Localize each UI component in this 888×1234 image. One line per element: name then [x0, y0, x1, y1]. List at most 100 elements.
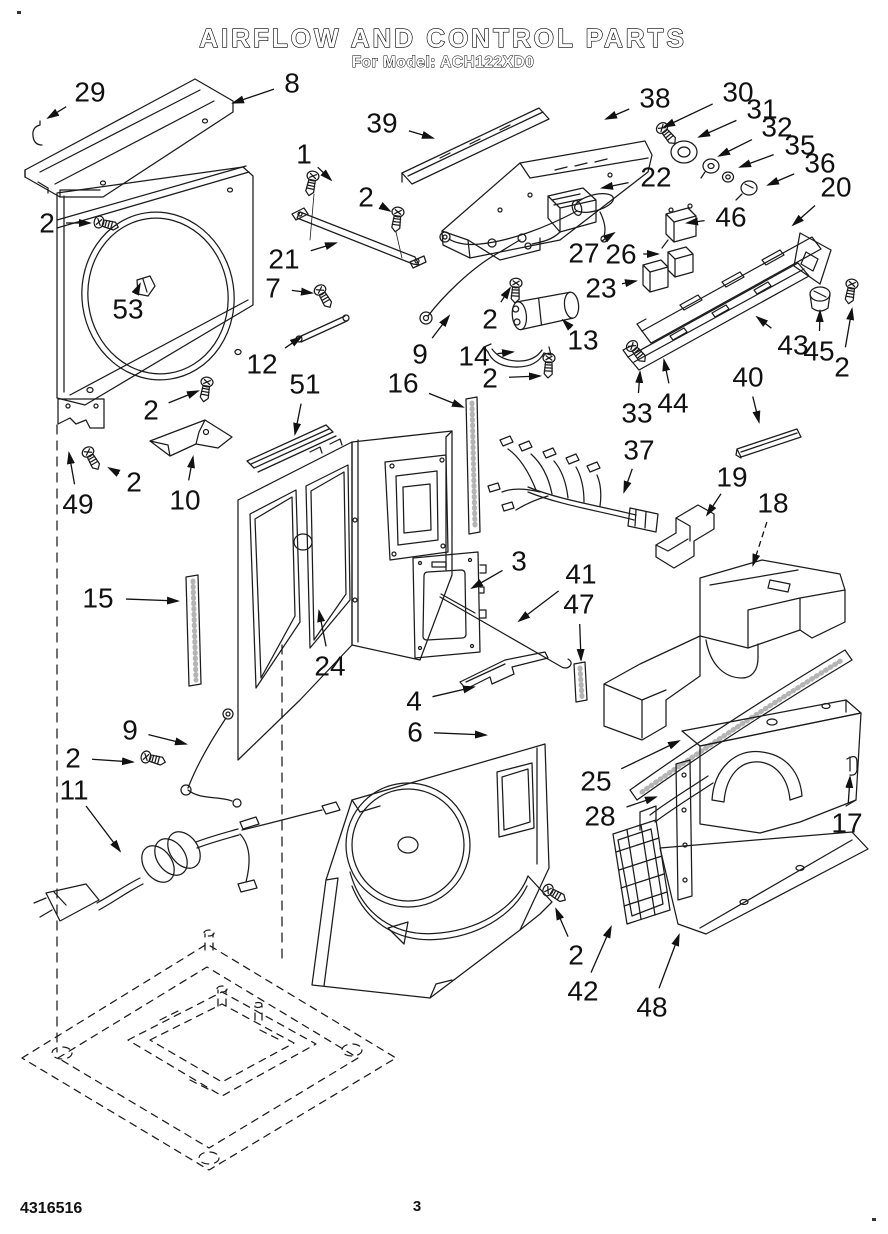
- callout-leader-line: [604, 108, 630, 120]
- ground-wire-9-top-drawing: [419, 233, 527, 325]
- page-corner-marks: [17, 11, 876, 1221]
- bracket-49-drawing: [57, 398, 105, 429]
- callout-number: 2: [358, 182, 374, 213]
- callout-leader-line: [107, 467, 121, 477]
- callout-2-20: 2: [482, 286, 512, 335]
- callout-leader-line: [148, 733, 188, 746]
- callout-leader-line: [500, 286, 512, 303]
- rod-12-drawing: [295, 314, 350, 343]
- callout-53-26: 53: [112, 282, 144, 325]
- diagram-artwork: [17, 11, 876, 1221]
- callout-number: 27: [568, 238, 599, 269]
- callout-number: 39: [366, 108, 397, 139]
- callout-leader-line: [662, 103, 713, 128]
- callout-number: 41: [565, 559, 596, 590]
- callout-number: 43: [777, 330, 808, 361]
- callout-leader-line: [231, 88, 275, 104]
- callout-number: 29: [74, 77, 105, 108]
- callout-leader-line: [620, 740, 681, 770]
- callout-47-37: 47: [563, 589, 595, 662]
- callout-leader-line: [497, 349, 515, 358]
- capacitor-13-drawing: [511, 291, 580, 331]
- callout-leader-line: [293, 403, 302, 436]
- knob-train-30-36-drawing: [670, 140, 758, 201]
- callout-49-31: 49: [62, 451, 94, 520]
- front-panel-28-drawing: [675, 699, 862, 901]
- callout-leader-line: [187, 455, 195, 481]
- callout-48-54: 48: [636, 933, 680, 1023]
- callout-number: 20: [820, 172, 851, 203]
- callout-leader-line: [623, 468, 633, 494]
- callout-31-7: 31: [697, 94, 778, 138]
- callout-number: 35: [784, 130, 815, 161]
- callout-leader-line: [317, 609, 327, 647]
- boundary-dash-lines: [56, 424, 283, 1053]
- callout-leader-line: [845, 775, 854, 804]
- callout-leader-line: [752, 521, 768, 567]
- callout-42-53: 42: [567, 925, 612, 1007]
- curved-seal-25-drawing: [629, 649, 853, 823]
- callout-38-5: 38: [604, 83, 671, 120]
- callout-number: 14: [458, 341, 489, 372]
- callout-1-2: 1: [296, 139, 333, 182]
- callout-number: 18: [757, 488, 788, 519]
- power-cord-11-drawing: [33, 801, 341, 922]
- callout-36-10: 36: [766, 148, 836, 186]
- callout-24-34: 24: [314, 609, 346, 682]
- callout-leader-line: [555, 907, 569, 937]
- callout-35-9: 35: [738, 130, 816, 168]
- control-chassis-38-drawing: [441, 140, 653, 261]
- callout-number: 36: [804, 148, 835, 179]
- callout-14-18: 14: [458, 341, 515, 372]
- callout-number: 2: [834, 352, 850, 383]
- bracket-21-drawing: [291, 193, 427, 269]
- clip-17-drawing: [846, 755, 858, 776]
- callout-number: 30: [722, 77, 753, 108]
- page-title: AIRFLOW AND CONTROL PARTS: [199, 23, 687, 53]
- filter-42-drawing: [612, 805, 671, 925]
- page-subtitle: For Model: ACH122XD0: [352, 54, 535, 71]
- callout-leader-line: [168, 390, 200, 404]
- callout-number: 45: [803, 336, 834, 367]
- callout-8-1: 8: [231, 68, 300, 104]
- callout-number: 24: [314, 651, 345, 682]
- callout-26-15: 26: [605, 239, 660, 270]
- callout-20-11: 20: [791, 172, 852, 227]
- callout-28-50: 28: [584, 796, 658, 832]
- callout-leader-line: [590, 925, 612, 973]
- callout-leader-line: [131, 282, 141, 296]
- callout-leader-line: [125, 596, 180, 605]
- callout-number: 47: [563, 589, 594, 620]
- callout-leader-line: [621, 279, 638, 288]
- callout-number: 17: [831, 808, 862, 839]
- callout-number: 51: [289, 369, 320, 400]
- callout-number: 48: [636, 992, 667, 1023]
- callout-number: 2: [482, 363, 498, 394]
- callout-number: 13: [567, 325, 598, 356]
- callout-9-19: 9: [412, 314, 451, 370]
- callout-16-22: 16: [387, 368, 465, 408]
- callout-leader-line: [310, 242, 338, 252]
- callout-18-42: 18: [752, 488, 789, 567]
- callout-19-41: 19: [705, 462, 748, 517]
- callout-39-4: 39: [366, 108, 435, 139]
- housing-3-drawing: [412, 551, 487, 659]
- deflector-48-drawing: [659, 831, 869, 935]
- callout-number: 2: [39, 208, 55, 239]
- callout-leader-line: [738, 154, 774, 168]
- callout-number: 19: [716, 462, 747, 493]
- callout-number: 49: [62, 489, 93, 520]
- callout-leader-line: [685, 217, 705, 226]
- callout-number: 9: [412, 339, 428, 370]
- callout-number: 2: [143, 395, 159, 426]
- callout-25-49: 25: [580, 740, 681, 797]
- base-pan-dashed-drawing: [21, 929, 397, 1171]
- callout-leader-line: [291, 287, 314, 296]
- callout-number: 8: [284, 68, 300, 99]
- callout-leader-line: [433, 730, 488, 739]
- callout-29-0: 29: [46, 77, 106, 120]
- callout-leader-line: [766, 173, 795, 186]
- callout-number: 46: [715, 202, 746, 233]
